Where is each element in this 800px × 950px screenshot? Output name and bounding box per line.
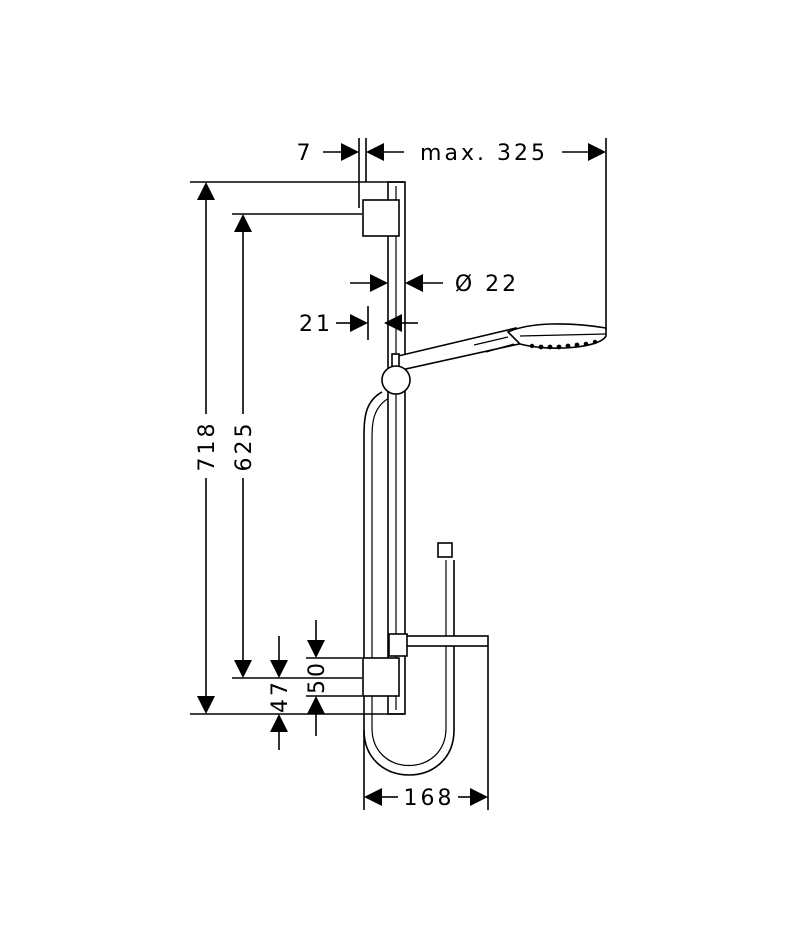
hose-connector [437, 542, 453, 558]
dim-label-total-height: 718 [195, 421, 220, 472]
dim-label-wall-offset: 7 [297, 141, 314, 166]
shower-hose-inner [371, 397, 447, 767]
dim-label-holder-height: 625 [232, 421, 257, 472]
soap-tray [403, 635, 489, 647]
hand-shower-handle [390, 327, 520, 374]
dim-label-bar-diameter: Ø 22 [455, 272, 519, 297]
dim-label-tray-width: 168 [404, 786, 455, 811]
dim-label-bottom-offset: 47 [268, 679, 293, 713]
bottom-wall-bracket [362, 657, 400, 697]
dim-label-max-reach: max. 325 [420, 141, 548, 166]
hand-shower-head [506, 323, 607, 349]
shower-hose [363, 391, 455, 776]
dim-label-bar-depth: 21 [299, 312, 333, 337]
soap-tray-clamp [388, 633, 408, 657]
dimension-lines [190, 138, 607, 810]
slider-knob [381, 365, 411, 395]
dim-label-bracket-height: 50 [305, 660, 330, 694]
top-wall-bracket [362, 199, 400, 237]
spray-nozzles [529, 339, 598, 350]
shower-set [362, 181, 607, 776]
